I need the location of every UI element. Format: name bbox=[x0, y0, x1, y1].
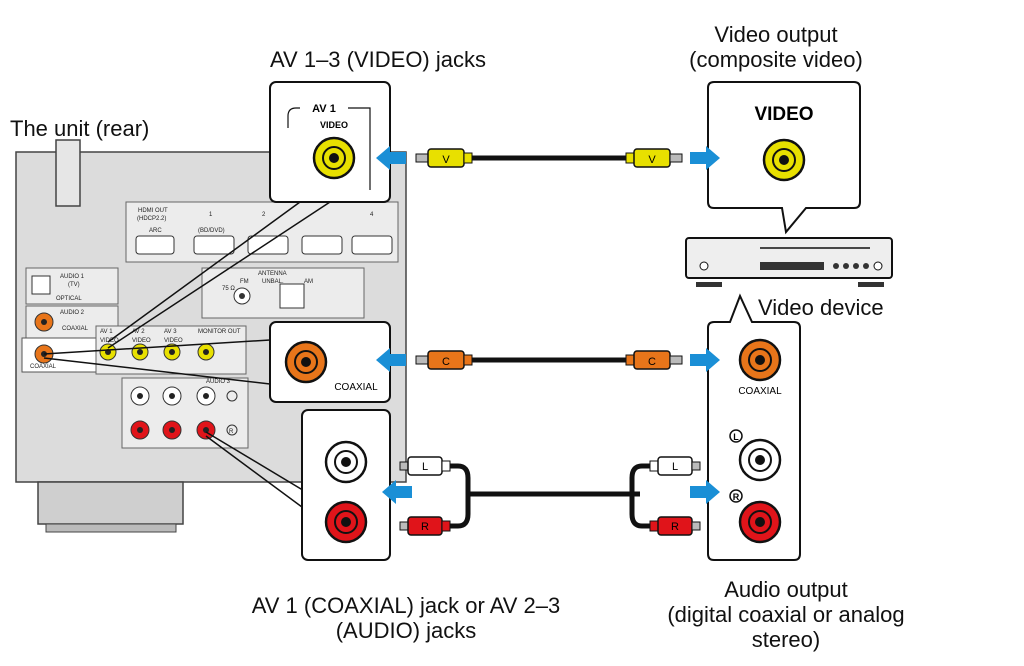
video-device-player bbox=[685, 237, 893, 287]
audio-l-plug-right-label: L bbox=[672, 461, 678, 473]
panel-hdmi-4: 4 bbox=[370, 212, 374, 218]
panel-optical: OPTICAL bbox=[56, 296, 82, 302]
label-audio-output-3: stereo) bbox=[751, 627, 821, 652]
panel-video-av3: VIDEO bbox=[164, 338, 183, 344]
panel-hdmi-out-sub: (HDCP2.2) bbox=[137, 216, 166, 222]
panel-coaxial-av1: COAXIAL bbox=[30, 364, 57, 370]
panel-hdmi-out: HDMI OUT bbox=[138, 208, 168, 214]
callout-av1-label: AV 1 bbox=[312, 103, 336, 115]
label-audio-output-2: (digital coaxial or analog bbox=[667, 602, 905, 627]
panel-r-mark: R bbox=[229, 429, 234, 435]
label-av-coaxial-audio-1: AV 1 (COAXIAL) jack or AV 2–3 bbox=[251, 593, 561, 618]
callout-coaxial-receiver: COAXIAL bbox=[269, 321, 391, 403]
callout-audio-receiver bbox=[301, 409, 391, 561]
panel-audio1: AUDIO 1 bbox=[60, 274, 85, 280]
label-unit-rear: The unit (rear) bbox=[10, 116, 150, 141]
label-av-coaxial-audio-2: (AUDIO) jacks bbox=[335, 618, 477, 643]
device-l-mark: L bbox=[733, 432, 739, 442]
panel-antenna: ANTENNA bbox=[258, 271, 287, 277]
panel-video-av2: VIDEO bbox=[132, 338, 151, 344]
panel-unbal: UNBAL. bbox=[262, 279, 284, 285]
device-r-mark: R bbox=[733, 492, 740, 502]
video-plug-right-label: V bbox=[648, 154, 656, 166]
panel-av1: AV 1 bbox=[100, 329, 113, 335]
device-video-label: VIDEO bbox=[754, 104, 813, 125]
callout-video-label: VIDEO bbox=[320, 120, 348, 130]
audio-r-plug-right-label: R bbox=[671, 521, 679, 533]
receiver-rear-panel: HDMI OUT (HDCP2.2) ARC 1 2 4 (BD/DVD) AN… bbox=[15, 139, 407, 533]
label-audio-output-1: Audio output bbox=[724, 577, 848, 602]
audio-l-plug-left-label: L bbox=[422, 461, 428, 473]
panel-hdmi-2: 2 bbox=[262, 212, 266, 218]
audio-r-plug-left-label: R bbox=[421, 521, 429, 533]
panel-audio3: AUDIO 3 bbox=[206, 379, 231, 385]
panel-tv: (TV) bbox=[68, 282, 80, 288]
video-plug-left-label: V bbox=[442, 154, 450, 166]
coaxial-cable: C C bbox=[415, 350, 683, 370]
device-coaxial-label: COAXIAL bbox=[738, 386, 782, 397]
panel-av3: AV 3 bbox=[164, 329, 177, 335]
callout-device-audio: COAXIAL L R bbox=[707, 293, 801, 561]
panel-ohm: 75 Ω bbox=[222, 286, 235, 292]
label-video-output-1: Video output bbox=[714, 22, 838, 47]
panel-hdmi-1: 1 bbox=[209, 212, 213, 218]
panel-fm: FM bbox=[240, 279, 249, 285]
panel-audio2: AUDIO 2 bbox=[60, 310, 85, 316]
label-video-device: Video device bbox=[758, 295, 884, 320]
leader-lines bbox=[43, 201, 331, 511]
panel-av2: AV 2 bbox=[132, 329, 145, 335]
callout-device-video: VIDEO bbox=[707, 81, 861, 235]
label-video-output-2: (composite video) bbox=[689, 47, 863, 72]
panel-bd-dvd: (BD/DVD) bbox=[198, 228, 225, 234]
video-cable: V V bbox=[415, 148, 683, 168]
audio-stereo-cable: L R L R bbox=[399, 456, 701, 536]
panel-arc: ARC bbox=[149, 228, 162, 234]
coax-plug-left-label: C bbox=[442, 356, 450, 368]
panel-monitor-out: MONITOR OUT bbox=[198, 329, 241, 335]
coax-plug-right-label: C bbox=[648, 356, 656, 368]
callout-av1-video: AV 1 VIDEO bbox=[269, 81, 391, 203]
panel-am: AM bbox=[304, 279, 313, 285]
panel-coaxial-a2: COAXIAL bbox=[62, 326, 89, 332]
callout-coaxial-label: COAXIAL bbox=[334, 382, 378, 393]
label-av13-video-jacks: AV 1–3 (VIDEO) jacks bbox=[270, 47, 486, 72]
